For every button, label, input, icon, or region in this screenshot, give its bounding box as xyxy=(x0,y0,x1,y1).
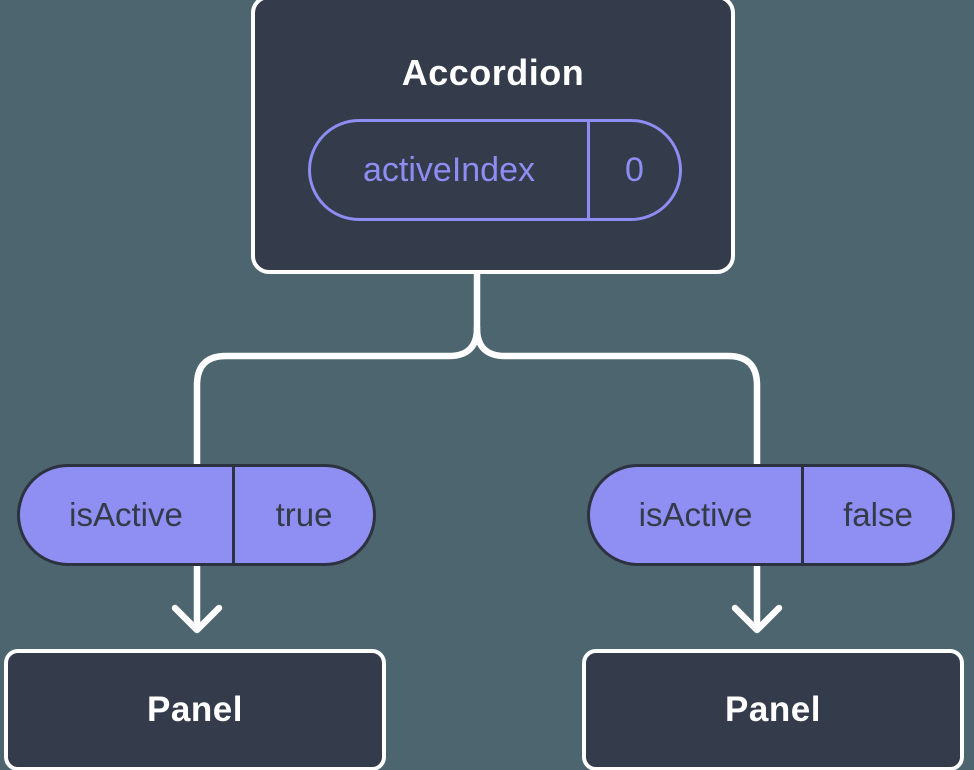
prop-pill-divider-left xyxy=(232,467,235,563)
panel-label-right: Panel xyxy=(725,690,821,729)
panel-label-left: Panel xyxy=(147,690,243,729)
state-name: activeIndex xyxy=(363,150,535,189)
arrow-left-head xyxy=(171,604,223,634)
prop-pill-isactive-true: isActive true xyxy=(17,464,376,566)
arrow-right-head xyxy=(731,604,783,634)
prop-name-right: isActive xyxy=(638,496,753,533)
prop-name-left: isActive xyxy=(69,496,183,533)
accordion-title: Accordion xyxy=(401,52,585,93)
state-value: 0 xyxy=(625,150,644,189)
accordion-node: Accordion activeIndex 0 xyxy=(251,0,735,274)
prop-value-left: true xyxy=(275,496,333,533)
prop-pill-divider-right xyxy=(801,467,804,563)
prop-pill-isactive-false: isActive false xyxy=(587,464,955,566)
state-pill-divider xyxy=(587,122,590,218)
prop-value-right: false xyxy=(843,496,913,533)
panel-node-right: Panel xyxy=(582,649,964,770)
panel-node-left: Panel xyxy=(4,649,386,770)
branch-right-line xyxy=(473,324,761,470)
state-pill: activeIndex 0 xyxy=(308,119,682,221)
branch-left-line xyxy=(193,262,481,470)
